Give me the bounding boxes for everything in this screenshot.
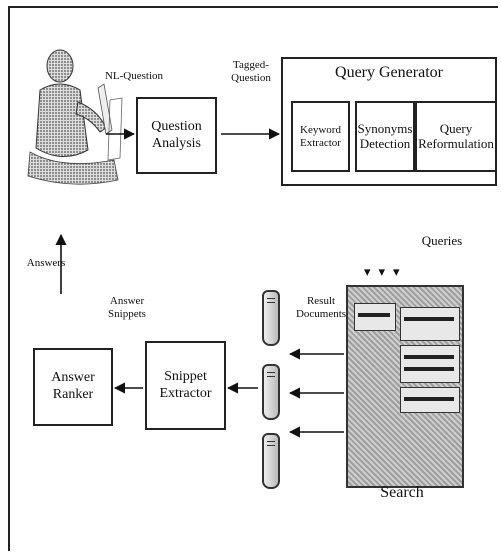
diagram-arrows bbox=[0, 0, 501, 552]
pipeline-diagram: Question Analysis Query Generator Keywor… bbox=[0, 0, 501, 552]
